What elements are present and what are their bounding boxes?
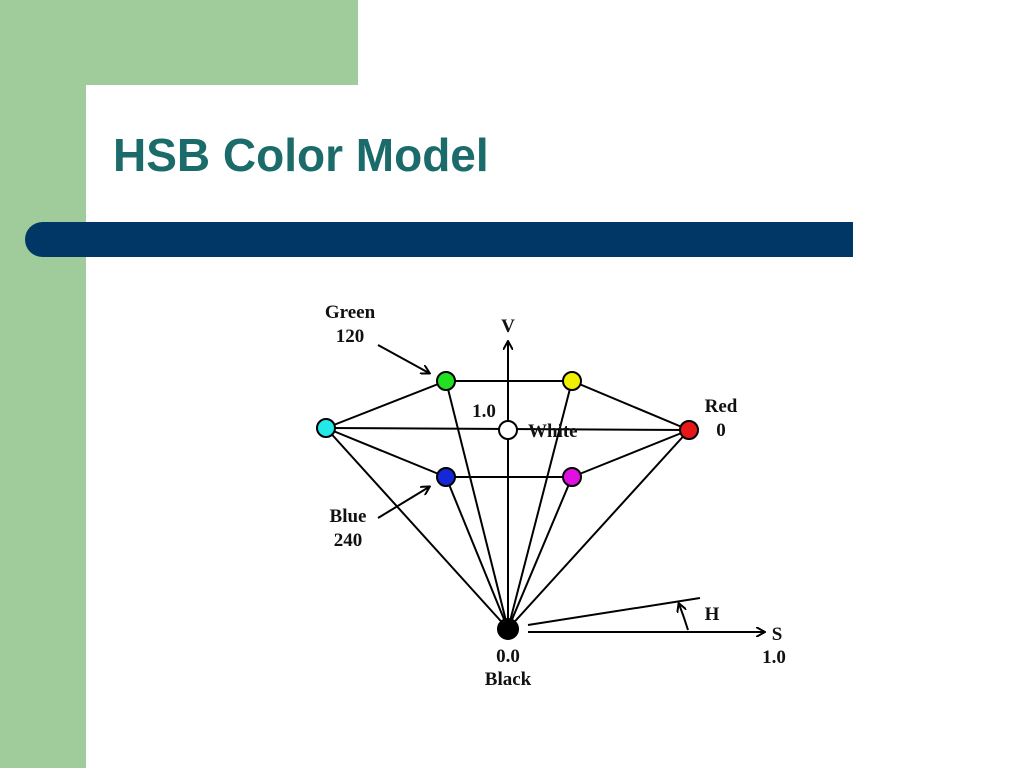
green-vertex: [436, 371, 456, 391]
green-pointer-arrow: [377, 344, 429, 373]
yellow-vertex: [562, 371, 582, 391]
magenta-vertex: [562, 467, 582, 487]
green-label: Green: [325, 302, 376, 323]
bottom-value-label: 0.0: [496, 646, 520, 667]
hue-angle-line: [527, 597, 701, 626]
title-underline-bar: [25, 222, 853, 257]
hsb-hexcone-diagram: Green 120 V 1.0 White Red 0 Blue 240 H S…: [316, 302, 786, 690]
white-vertex: [498, 420, 518, 440]
red-vertex: [679, 420, 699, 440]
red-value-label: 0: [716, 420, 726, 441]
black-label: Black: [485, 669, 532, 690]
s-value-label: 1.0: [762, 647, 786, 668]
white-label: White: [528, 421, 578, 442]
blue-label: Blue: [330, 506, 367, 527]
cone-edges: [325, 380, 690, 630]
s-axis-label: S: [772, 624, 783, 645]
red-label: Red: [705, 396, 738, 417]
hue-angle-arrow: [679, 604, 689, 631]
hexagon-edges: [325, 380, 690, 478]
blue-pointer-arrow: [377, 487, 429, 519]
blue-vertex: [436, 467, 456, 487]
content-area: [86, 85, 1024, 768]
green-value-label: 120: [336, 326, 365, 347]
corner-band: [86, 0, 358, 85]
slide-title: HSB Color Model: [113, 129, 489, 181]
v-axis-label: V: [501, 316, 515, 337]
black-vertex: [497, 618, 519, 640]
cyan-vertex: [316, 418, 336, 438]
side-panel: [0, 0, 86, 768]
top-value-label: 1.0: [472, 401, 496, 422]
blue-value-label: 240: [334, 530, 363, 551]
h-label: H: [705, 604, 720, 625]
